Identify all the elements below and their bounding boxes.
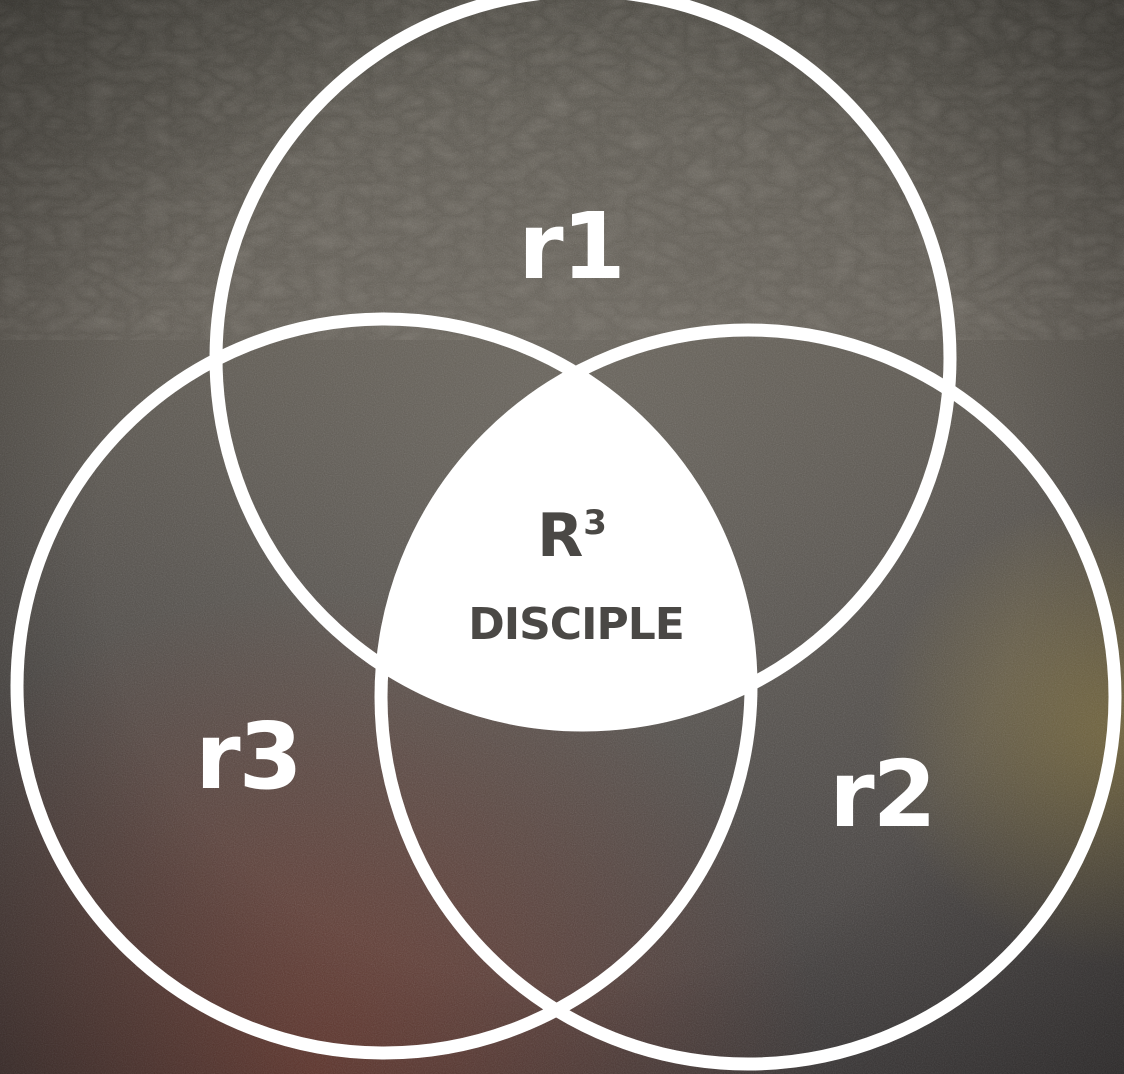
center-subtitle: DISCIPLE [468,599,684,650]
center-title: R3 [537,501,607,571]
label-r2: r2 [829,741,934,848]
circle-r3 [10,312,758,1060]
center-title-superscript: 3 [583,503,607,543]
circle-r2 [374,323,1122,1071]
label-r3: r3 [195,703,300,810]
label-r1: r1 [518,193,623,300]
center-title-letter: R [537,501,583,571]
